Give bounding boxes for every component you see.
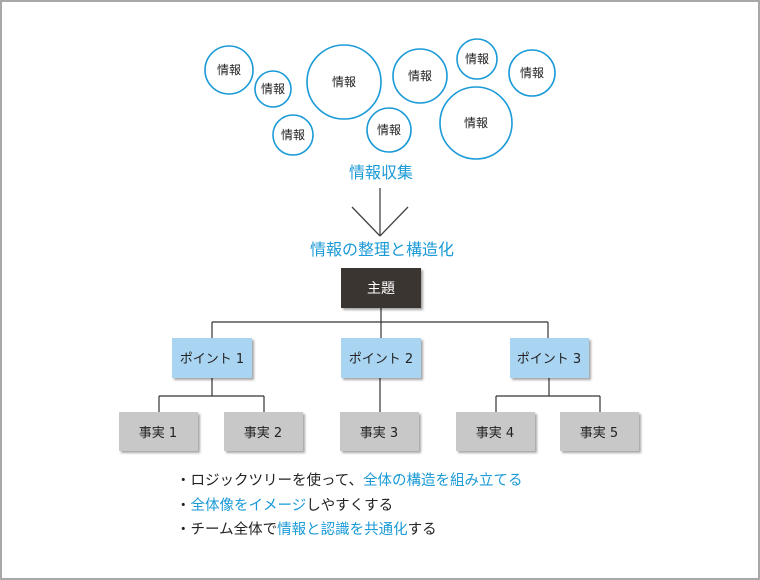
bubble-label: 情報 [377,123,401,137]
down-arrow-icon [351,188,409,237]
bubble-label: 情報 [520,66,544,80]
info-bubble: 情報 [366,107,412,153]
fact-label: 事実 5 [580,425,618,441]
bubble-circle [204,45,254,95]
bubble-label: 情報 [261,82,285,96]
bubble-circle [272,114,314,156]
fact-label: 事実 4 [476,425,514,441]
highlighted-text: 全体の構造を組み立てる [363,473,523,489]
bubble-circle [366,107,412,153]
tree-connectors [158,308,601,412]
bullet-text: しやすくする [306,497,394,514]
highlighted-text: 全体像をイメージ [190,497,307,514]
point-label: ポイント 3 [517,352,581,367]
bullet-item: ・全体像をイメージしやすくする [176,494,523,519]
bubble-label: 情報 [464,116,488,130]
info-bubble: 情報 [456,38,498,80]
topic-node: 主題 [341,268,421,308]
collect-heading: 情報収集 [349,163,413,182]
fact-node: 事実 2 [224,412,303,451]
bullet-item: ・ロジックツリーを使って、全体の構造を組み立てる [176,469,523,494]
fact-node: 事実 5 [560,412,639,451]
bullet-text: ・ロジックツリーを使って、 [176,473,364,489]
point-node: ポイント 2 [341,338,421,378]
fact-label: 事実 1 [139,425,177,441]
bullet-item: ・チーム全体で情報と認識を共通化する [176,518,523,543]
bubble-label: 情報 [281,128,305,142]
info-bubble: 情報 [508,49,556,97]
bubble-label: 情報 [217,63,241,77]
info-bubble: 情報 [392,48,448,104]
bubble-label: 情報 [332,75,356,89]
organize-heading: 情報の整理と構造化 [310,240,454,259]
bullet-text: する [407,522,437,538]
bubble-circle [254,70,292,108]
bubble-circle [508,49,556,97]
bubble-label: 情報 [408,69,432,83]
point-node: ポイント 1 [172,338,252,378]
highlighted-text: 情報と認識を共通化 [277,522,408,538]
info-bubble: 情報 [439,86,513,160]
bubble-circle [306,44,382,120]
info-bubble: 情報 [254,70,292,108]
fact-node: 事実 4 [456,412,535,451]
info-bubble: 情報 [272,114,314,156]
bullet-text: ・チーム全体で [176,522,278,538]
topic-label: 主題 [367,281,395,297]
bubble-circle [439,86,513,160]
info-bubble: 情報 [306,44,382,120]
fact-node: 事実 3 [340,412,419,451]
fact-node: 事実 1 [119,412,198,451]
point-label: ポイント 1 [180,352,244,367]
bullet-list: ・ロジックツリーを使って、全体の構造を組み立てる・全体像をイメージしやすくする・… [176,469,523,543]
bubble-label: 情報 [465,52,489,66]
info-bubbles: 情報情報情報情報情報情報情報情報情報 [204,38,556,160]
point-label: ポイント 2 [349,352,413,367]
point-node: ポイント 3 [510,338,589,378]
bullet-text: ・ [176,497,191,514]
bubble-circle [456,38,498,80]
bubble-circle [392,48,448,104]
fact-label: 事実 3 [360,425,398,441]
fact-label: 事実 2 [244,425,282,441]
info-bubble: 情報 [204,45,254,95]
